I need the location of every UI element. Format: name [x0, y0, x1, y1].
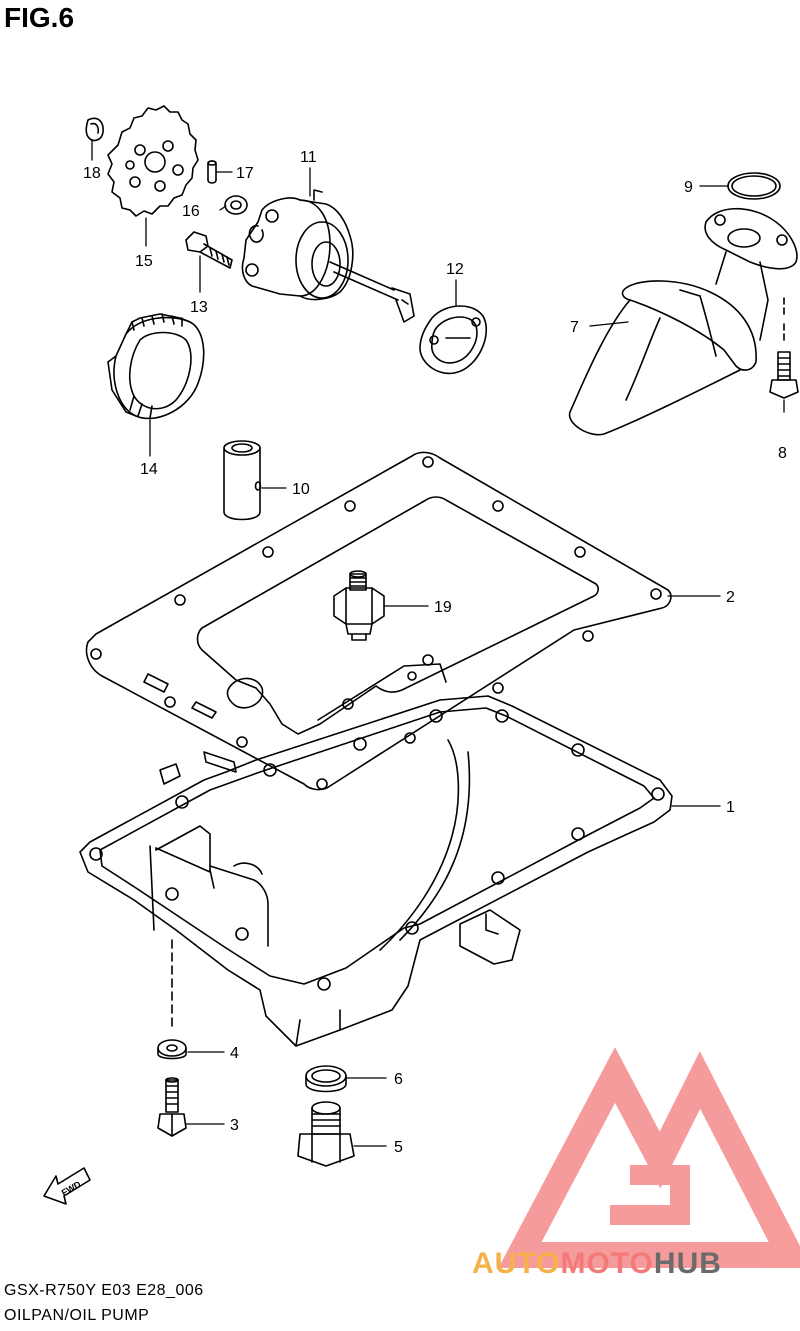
callout-7: 7 [570, 319, 579, 336]
figure-title: FIG.6 [4, 2, 75, 33]
watermark-auto: AUTO [472, 1247, 561, 1280]
part-15-pump-sprocket [107, 105, 199, 217]
callout-19: 19 [434, 599, 452, 616]
watermark-hub: HUB [653, 1247, 722, 1280]
watermark-moto: MOTO [560, 1247, 654, 1280]
part-9-o-ring [727, 172, 781, 200]
callout-18: 18 [83, 165, 101, 182]
part-17-pin [207, 160, 217, 184]
part-18-circlip [85, 117, 104, 142]
callout-9: 9 [684, 179, 693, 196]
callout-13: 13 [190, 299, 208, 316]
fwd-direction-arrow [43, 1167, 91, 1205]
model-code: GSX-R750Y E03 E28_006 [4, 1282, 204, 1299]
callout-4: 4 [230, 1045, 239, 1062]
callout-1: 1 [726, 799, 735, 816]
part-7-oil-strainer [568, 208, 798, 436]
callout-6: 6 [394, 1071, 403, 1088]
callout-12: 12 [446, 261, 464, 278]
part-2-oil-pan-gasket [85, 451, 672, 791]
part-14-driven-gear [107, 313, 205, 420]
part-13-bolt [185, 231, 233, 269]
part-10-oil-pipe-collar [223, 440, 262, 521]
part-19-oil-pressure-switch [333, 570, 385, 641]
part-16-washer [224, 195, 248, 215]
callout-15: 15 [135, 253, 153, 270]
part-1-oil-pan [79, 695, 673, 1047]
part-8-strainer-bolt [769, 297, 799, 399]
part-12-pump-gasket [419, 305, 488, 375]
callout-16: 16 [182, 203, 200, 220]
section-name: OILPAN/OIL PUMP [4, 1307, 150, 1324]
part-4-washer [157, 1039, 187, 1060]
callout-5: 5 [394, 1139, 403, 1156]
part-5-drain-plug [297, 1101, 355, 1167]
callout-17: 17 [236, 165, 254, 182]
watermark-text: AUTOMOTOHUB [472, 1247, 722, 1281]
callout-10: 10 [292, 481, 310, 498]
callout-8: 8 [778, 445, 787, 462]
leader-lines [91, 139, 785, 1147]
callout-2: 2 [726, 589, 735, 606]
watermark-logo [498, 1047, 800, 1268]
part-11-oil-pump [241, 189, 415, 323]
callout-14: 14 [140, 461, 158, 478]
callout-11: 11 [300, 149, 317, 166]
part-3-oil-pan-bolt [157, 1077, 187, 1137]
part-6-drain-gasket [305, 1065, 347, 1093]
callout-3: 3 [230, 1117, 239, 1134]
